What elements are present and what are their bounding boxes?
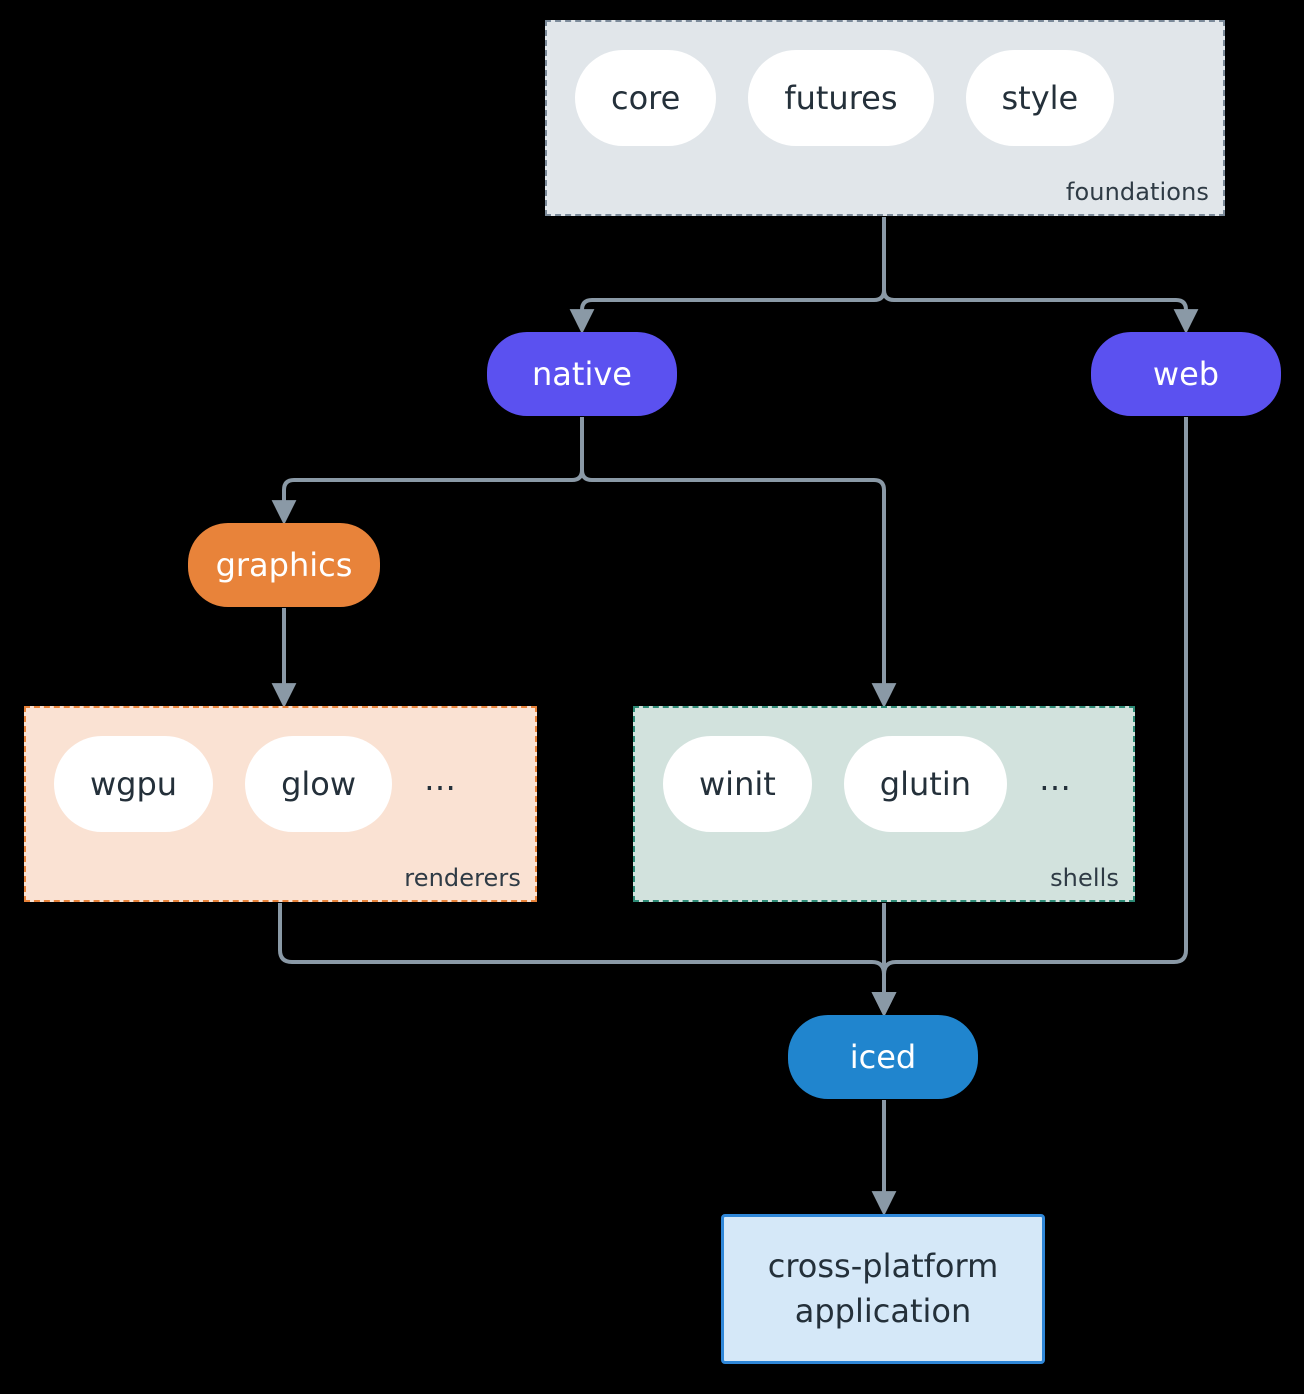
edge-native-graphics [271, 417, 584, 525]
shells-pill-row: winit glutin … [663, 736, 1073, 832]
group-renderers[interactable]: wgpu glow … renderers [24, 706, 537, 902]
node-cross-platform-application[interactable]: cross-platform application [721, 1214, 1045, 1364]
node-futures[interactable]: futures [748, 50, 934, 146]
application-line-2: application [794, 1292, 972, 1330]
node-wgpu[interactable]: wgpu [54, 736, 214, 832]
node-glow[interactable]: glow [245, 736, 393, 832]
edge-foundations-web [882, 289, 1199, 334]
group-label-renderers: renderers [404, 864, 521, 892]
node-core[interactable]: core [575, 50, 717, 146]
renderers-more-ellipsis: … [424, 760, 459, 798]
node-style[interactable]: style [965, 50, 1115, 146]
renderers-pill-row: wgpu glow … [54, 736, 458, 832]
group-shells[interactable]: winit glutin … shells [633, 706, 1135, 902]
group-foundations[interactable]: core futures style foundations [545, 20, 1225, 216]
node-graphics[interactable]: graphics [188, 523, 380, 607]
node-glutin[interactable]: glutin [843, 736, 1007, 832]
edge-foundations-native [569, 217, 886, 334]
application-line-1: cross-platform [767, 1246, 999, 1285]
group-label-foundations: foundations [1065, 178, 1209, 206]
node-native[interactable]: native [487, 332, 677, 416]
node-web[interactable]: web [1091, 332, 1281, 416]
node-iced[interactable]: iced [788, 1015, 978, 1099]
shells-more-ellipsis: … [1038, 760, 1073, 798]
edge-native-shells [580, 469, 897, 708]
node-winit[interactable]: winit [663, 736, 812, 832]
foundations-pill-row: core futures style [575, 50, 1115, 146]
edge-renderers-iced [278, 903, 897, 1017]
group-label-shells: shells [1050, 864, 1119, 892]
